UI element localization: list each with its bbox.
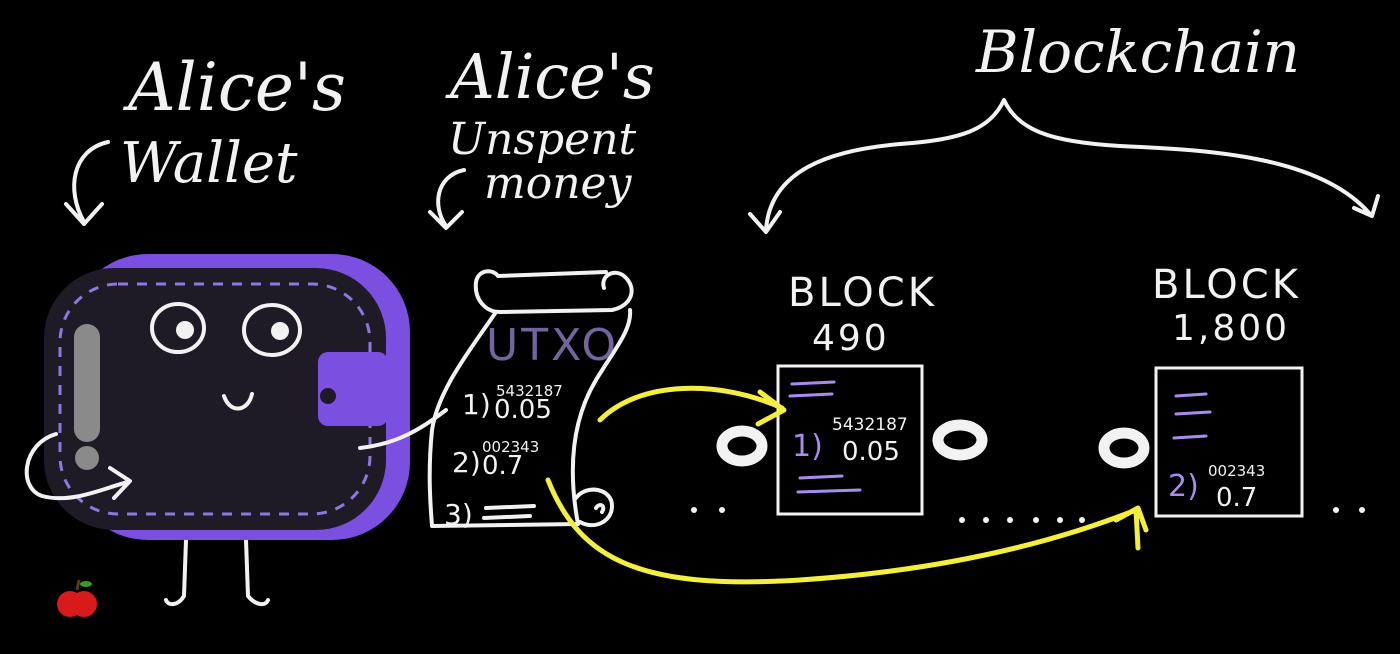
wallet-caption-line2: Wallet: [120, 131, 298, 196]
wallet-leg-right: [244, 538, 270, 607]
wallet-caption-arrow: [64, 140, 110, 226]
wallet-arm-right: [358, 408, 448, 450]
utxo-entry-2-id: 002343: [482, 438, 539, 456]
wallet-clasp-button: [320, 388, 336, 404]
unspent-caption-line1: Alice's: [445, 40, 655, 113]
block-490: BLOCK 490 1) 5432187 0.05: [776, 270, 937, 516]
block-1800-entry-id: 002343: [1208, 462, 1265, 480]
block-490-label: BLOCK: [788, 270, 937, 316]
wallet-clasp: [318, 352, 388, 426]
wallet-arm-left: [24, 432, 132, 501]
block-490-entry-index: 1): [792, 429, 823, 464]
block-490-number: 490: [812, 318, 890, 359]
block-1800-entry-index: 2): [1168, 469, 1199, 504]
chain-ellipsis: [691, 507, 1365, 523]
block-1800-lines-top: [1172, 392, 1212, 440]
chain-link-before-490: [716, 425, 768, 467]
utxo-entry-1-id: 5432187: [496, 382, 563, 400]
wallet-character: [24, 254, 448, 607]
unspent-caption-line2: Unspent: [448, 114, 637, 165]
unspent-caption: Alice's Unspent money: [445, 40, 655, 209]
block-1800-number: 1,800: [1172, 308, 1290, 349]
utxo-entry-2-index: 2): [452, 446, 481, 479]
block-1800: BLOCK 1,800 2) 002343 0.7: [1152, 262, 1304, 518]
wallet-leg-left: [164, 538, 188, 607]
wallet-eye-left: [150, 302, 206, 354]
apple-logo: [57, 579, 97, 617]
utxo-entry-3-index: 3): [444, 498, 473, 531]
unspent-caption-line3: money: [484, 158, 633, 209]
wallet-stitching: [58, 282, 372, 516]
wallet-shine-dot: [75, 446, 99, 470]
utxo-title: UTXO: [486, 320, 619, 371]
block-1800-entry-amount: 0.7: [1216, 483, 1257, 513]
chain-link-after-490: [932, 419, 988, 461]
chain-links: [716, 419, 1150, 469]
arrow-utxo1-to-block-490: [597, 385, 787, 427]
utxo-entry-3-scribble: [482, 504, 536, 520]
utxo-entry-2-amount: 0.7: [482, 451, 523, 481]
utxo-entry-1-amount: 0.05: [494, 395, 552, 425]
utxo-scroll: UTXO 1) 5432187 0.05 2) 002343 0.7 3): [427, 269, 634, 531]
blockchain-caption: Blockchain: [975, 18, 1300, 86]
wallet-caption-line1: Alice's: [122, 49, 346, 126]
wallet-caption: Alice's Wallet: [120, 49, 346, 196]
arrow-utxo2-to-block-1800: [545, 477, 1149, 585]
unspent-caption-arrow: [428, 168, 466, 230]
utxo-entry-1-index: 1): [462, 388, 491, 421]
wallet-smile: [222, 392, 254, 411]
utxo-scroll-top-roll: [473, 269, 634, 314]
chain-link-before-1800: [1098, 427, 1150, 469]
block-490-entry-id: 5432187: [832, 415, 908, 435]
wallet-eye-right: [242, 303, 302, 357]
block-1800-box: [1154, 366, 1304, 518]
utxo-scroll-body: [427, 308, 633, 528]
block-490-box: [776, 364, 924, 516]
utxo-scroll-bottom-roll: [574, 487, 614, 528]
block-1800-label: BLOCK: [1152, 262, 1301, 308]
wallet-shine: [74, 324, 100, 442]
block-490-entry-amount: 0.05: [842, 437, 900, 467]
block-490-lines-bottom: [796, 474, 862, 494]
block-490-lines-top: [788, 380, 836, 398]
blockchain-brace: [748, 98, 1380, 234]
